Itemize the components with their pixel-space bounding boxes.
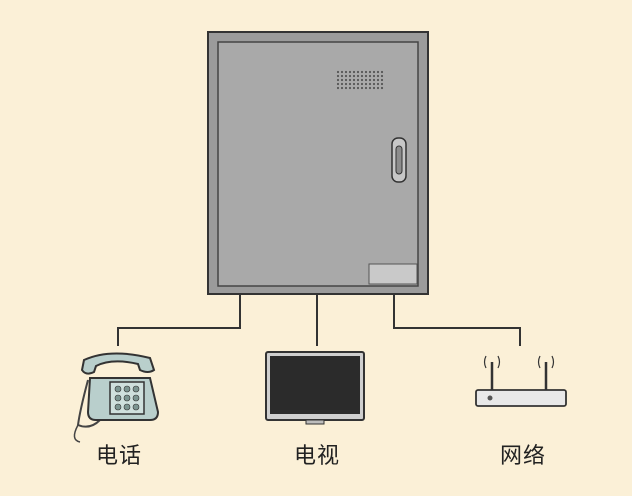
vent-hole [380,82,384,86]
vent-hole [360,74,364,78]
vent-hole [368,78,372,82]
vent-hole [336,74,340,78]
vent-hole [340,78,344,82]
vent-hole [376,78,380,82]
vent-hole [336,78,340,82]
vent-hole [380,86,384,90]
vent-hole [368,82,372,86]
vent-hole [344,70,348,74]
vent-hole [356,82,360,86]
vent-hole [344,74,348,78]
vent-hole [360,82,364,86]
vent-hole [368,86,372,90]
vent-hole [360,86,364,90]
vent-hole [380,78,384,82]
vent-hole [364,82,368,86]
vent-hole [340,86,344,90]
connection-lines [117,294,521,346]
vent-hole [336,70,340,74]
vent-hole [352,74,356,78]
distribution-box [207,31,429,295]
vent-hole [352,86,356,90]
router-icon [475,355,567,407]
vent-hole [372,74,376,78]
vent-hole [336,86,340,90]
door-handle [391,137,407,183]
vent-hole [344,82,348,86]
label-phone: 电话 [96,444,143,469]
cabinet-door [217,41,419,287]
vent-hole [364,74,368,78]
vent-hole [340,70,344,74]
vent-hole [352,82,356,86]
vent-hole [340,74,344,78]
vent-hole [372,82,376,86]
vent-hole [380,70,384,74]
vent-hole [368,74,372,78]
vent-hole [364,86,368,90]
vent-hole [372,78,376,82]
vent-hole [356,78,360,82]
vent-hole [348,74,352,78]
vent-hole [356,74,360,78]
vent-hole [348,78,352,82]
vent-hole [356,70,360,74]
vent-hole [380,74,384,78]
vent-hole [364,78,368,82]
vent-hole [348,86,352,90]
vent-hole [352,70,356,74]
vent-hole [348,70,352,74]
vent-hole [360,70,364,74]
label-plate [368,263,418,285]
vent-hole [376,82,380,86]
line-network [393,294,521,346]
vent-hole [364,70,368,74]
telephone-icon [73,352,160,443]
vent-hole [344,78,348,82]
vent-hole [348,82,352,86]
vent-hole [344,86,348,90]
vent-hole [372,70,376,74]
vent-hole [368,70,372,74]
vent-hole [360,78,364,82]
vent-grille [336,70,384,90]
vent-hole [352,78,356,82]
label-network: 网络 [500,444,547,469]
vent-hole [376,70,380,74]
vent-hole [340,82,344,86]
vent-hole [376,74,380,78]
vent-hole [356,86,360,90]
line-phone [117,294,241,346]
tv-monitor-icon [265,351,365,425]
label-tv: 电视 [294,444,341,469]
vent-hole [336,82,340,86]
vent-hole [372,86,376,90]
vent-hole [376,86,380,90]
